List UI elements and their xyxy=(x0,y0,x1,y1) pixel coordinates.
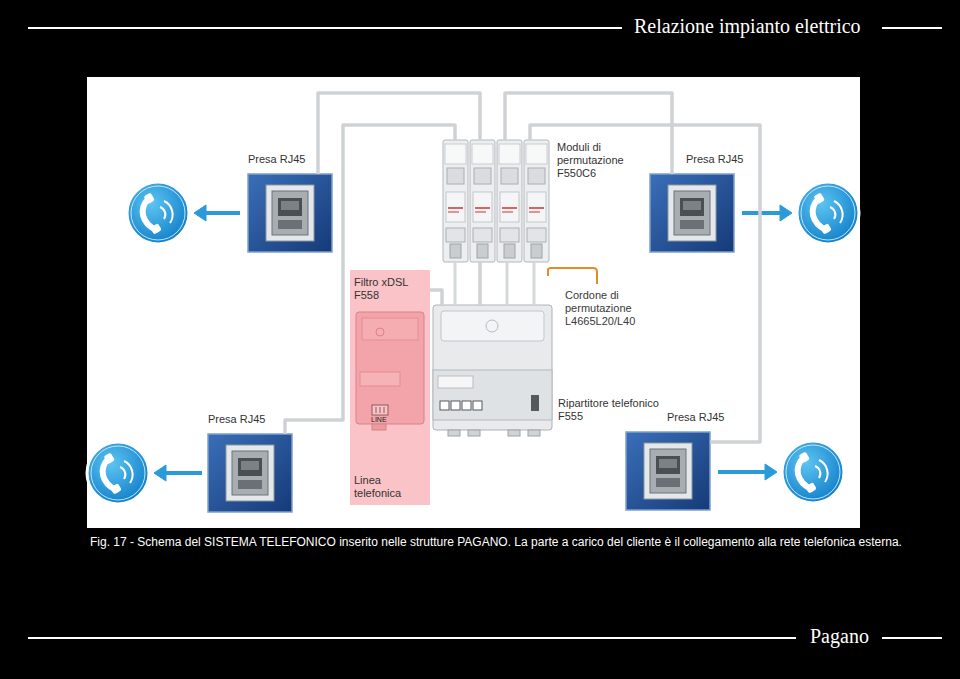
device-box: Moduli di permutazione F550C6 xyxy=(443,140,550,262)
device-box: Presa RJ45 xyxy=(626,432,710,510)
filter-band: Filtro xDSL F558Linea telefonica xyxy=(350,270,430,505)
device-label: Presa RJ45 xyxy=(248,153,318,166)
device-box: Presa RJ45 xyxy=(208,434,292,512)
line-label: Linea telefonica xyxy=(354,474,428,500)
device-box: Presa RJ45 xyxy=(650,174,734,252)
device-box: Presa RJ45 xyxy=(248,174,332,252)
device-label: Moduli di permutazione F550C6 xyxy=(557,141,637,180)
footer-label: Pagano xyxy=(810,624,900,648)
device-label: Presa RJ45 xyxy=(686,153,756,166)
device-box: Ripartitore telefonico F555 xyxy=(433,305,552,430)
wire-connector xyxy=(478,262,482,305)
page-title: Relazione impianto elettrico xyxy=(634,14,861,38)
wire-connector xyxy=(530,125,760,442)
device-label: Ripartitore telefonico F555 xyxy=(558,397,680,423)
part-label: Cordone di permutazione L4665L20/L40 xyxy=(565,289,647,328)
device-label: Presa RJ45 xyxy=(208,413,278,426)
figure-caption: Fig. 17 - Schema del SISTEMA TELEFONICO … xyxy=(90,535,930,550)
wire-connector xyxy=(430,290,442,305)
device-label: Presa RJ45 xyxy=(667,411,737,424)
device-label: Filtro xDSL F558 xyxy=(354,276,426,302)
